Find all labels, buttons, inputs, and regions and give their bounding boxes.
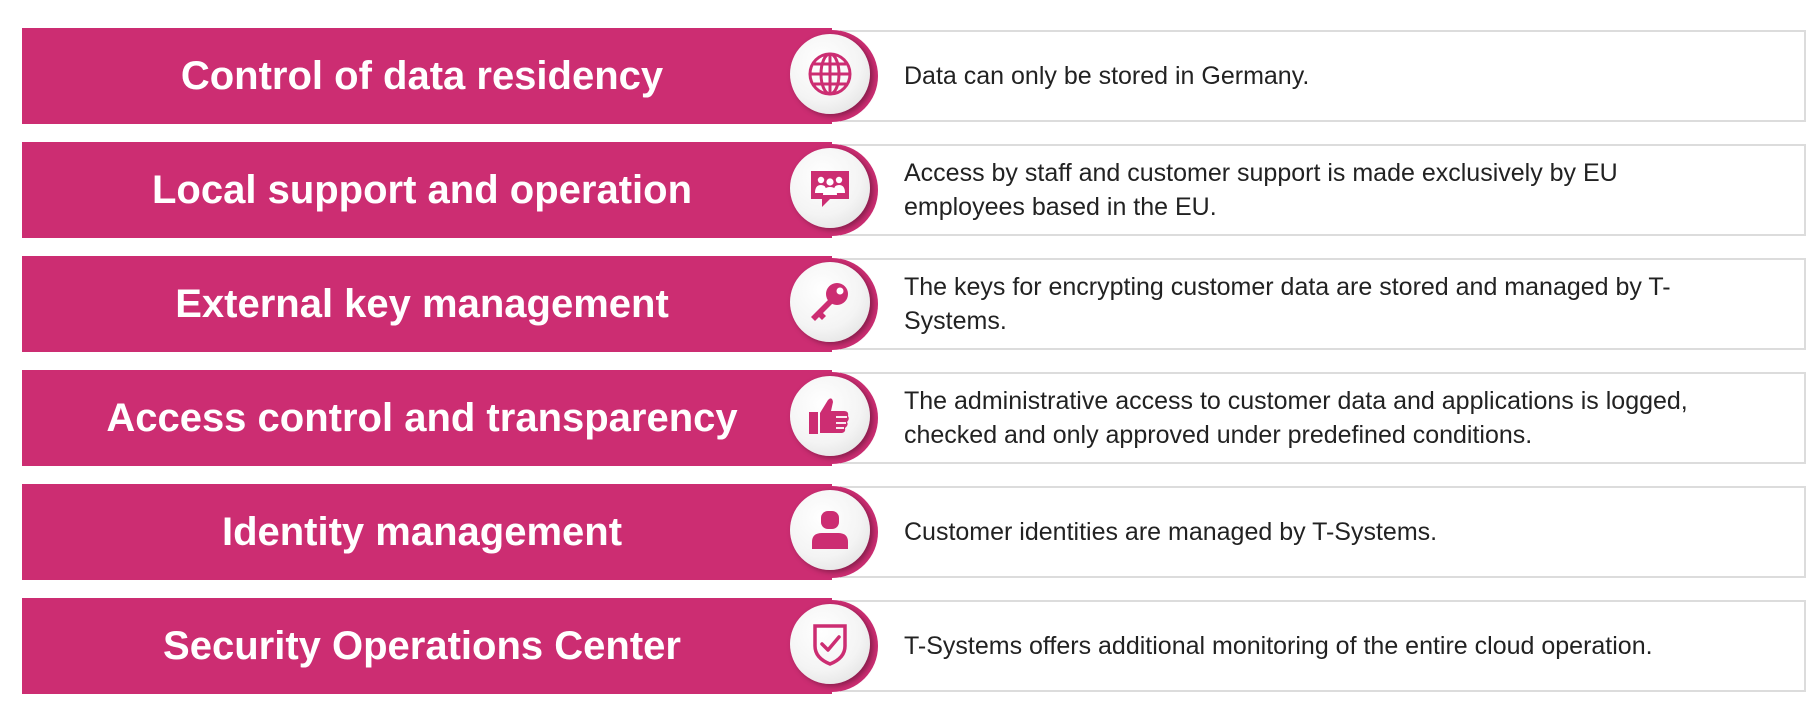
feature-row-security-operations: Security Operations Center T-Systems off… [0, 598, 1816, 694]
feature-badge [786, 30, 878, 122]
feature-badge [786, 372, 878, 464]
feature-title: Security Operations Center [163, 624, 681, 668]
feature-row-access-control: Access control and transparency The admi… [0, 370, 1816, 466]
feature-description-box: Access by staff and customer support is … [840, 144, 1806, 236]
key-icon [811, 283, 848, 321]
feature-title-bar: External key management [22, 256, 832, 352]
support-chat-icon [811, 171, 849, 207]
feature-title: External key management [175, 282, 669, 326]
feature-description: Data can only be stored in Germany. [904, 62, 1310, 90]
feature-description-box: Data can only be stored in Germany. [840, 30, 1806, 122]
feature-row-local-support: Local support and operation Access by st… [0, 142, 1816, 238]
feature-title: Access control and transparency [106, 396, 738, 440]
user-icon [812, 511, 848, 549]
feature-row-identity-management: Identity management Customer identities … [0, 484, 1816, 580]
feature-badge [786, 144, 878, 236]
feature-badge [786, 486, 878, 578]
feature-title: Control of data residency [180, 54, 664, 98]
feature-description: The keys for encrypting customer data ar… [904, 273, 1671, 335]
thumbs-up-icon [809, 398, 849, 434]
feature-row-key-management: External key management The keys for enc… [0, 256, 1816, 352]
globe-icon [808, 52, 852, 96]
feature-description-box: T-Systems offers additional monitoring o… [840, 600, 1806, 692]
feature-title-bar: Identity management [22, 484, 832, 580]
feature-badge [786, 258, 878, 350]
feature-description: Customer identities are managed by T-Sys… [904, 518, 1438, 546]
feature-title-bar: Access control and transparency [22, 370, 832, 466]
feature-badge [786, 600, 878, 692]
feature-description-box: Customer identities are managed by T-Sys… [840, 486, 1806, 578]
feature-title-bar: Security Operations Center [22, 598, 832, 694]
feature-description-box: The keys for encrypting customer data ar… [840, 258, 1806, 350]
feature-description-box: The administrative access to customer da… [840, 372, 1806, 464]
feature-description: The administrative access to customer da… [904, 387, 1688, 449]
feature-title-bar: Local support and operation [22, 142, 832, 238]
shield-check-icon [813, 624, 847, 666]
feature-description: Access by staff and customer support is … [904, 159, 1618, 221]
feature-title: Identity management [221, 510, 623, 554]
feature-title-bar: Control of data residency [22, 28, 832, 124]
feature-description: T-Systems offers additional monitoring o… [904, 632, 1653, 660]
feature-title: Local support and operation [151, 168, 693, 212]
feature-row-data-residency: Control of data residency Data can only … [0, 28, 1816, 124]
